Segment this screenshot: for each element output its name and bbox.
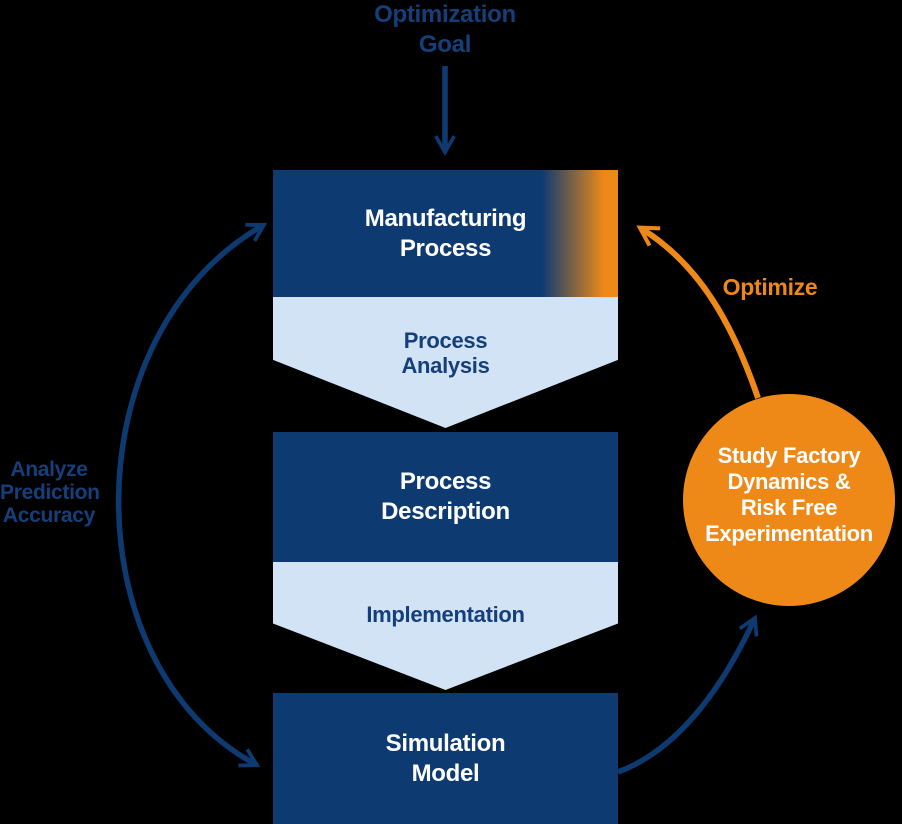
study-factory-circle: Study Factory Dynamics & Risk Free Exper… <box>683 394 895 606</box>
implementation-label: Implementation <box>366 602 525 627</box>
simulation-to-study-arrow <box>617 620 754 775</box>
study-circle-line2: Dynamics & <box>727 469 851 494</box>
process-description-line1: Process <box>399 468 492 495</box>
study-circle-line3: Risk Free <box>740 495 838 520</box>
optimization-goal-line1: Optimization <box>374 1 516 28</box>
simulation-model-line1: Simulation <box>385 729 506 757</box>
optimize-label: Optimize <box>722 274 818 300</box>
analyze-prediction-feedback-arc <box>115 226 262 764</box>
process-description-box: Process Description <box>273 432 618 562</box>
optimize-arrow <box>642 229 761 399</box>
process-analysis-line2: Analysis <box>401 353 490 378</box>
analyze-line: Analyze <box>10 458 88 481</box>
simulation-model-line2: Model <box>411 759 480 787</box>
prediction-line: Prediction <box>0 481 100 504</box>
process-analysis-label: Process Analysis <box>401 328 489 378</box>
optimization-goal-line2: Goal <box>418 31 472 58</box>
process-analysis-line1: Process <box>403 328 488 353</box>
study-circle-line4: Experimentation <box>705 521 873 546</box>
process-analysis-chevron: Process Analysis <box>273 297 618 428</box>
accuracy-line: Accuracy <box>2 504 96 527</box>
study-circle-line1: Study Factory <box>717 443 861 468</box>
process-description-line2: Description <box>381 498 510 525</box>
manufacturing-process-box: Manufacturing Process <box>273 170 618 297</box>
implementation-chevron: Implementation <box>273 562 618 690</box>
simulation-model-box: Simulation Model <box>273 693 618 824</box>
manufacturing-process-line1: Manufacturing <box>364 204 527 232</box>
implementation-line1: Implementation <box>366 602 525 627</box>
analyze-prediction-accuracy-label: Analyze Prediction Accuracy <box>0 458 100 527</box>
manufacturing-process-line2: Process <box>399 234 492 262</box>
optimization-goal-label: Optimization Goal <box>320 0 570 60</box>
